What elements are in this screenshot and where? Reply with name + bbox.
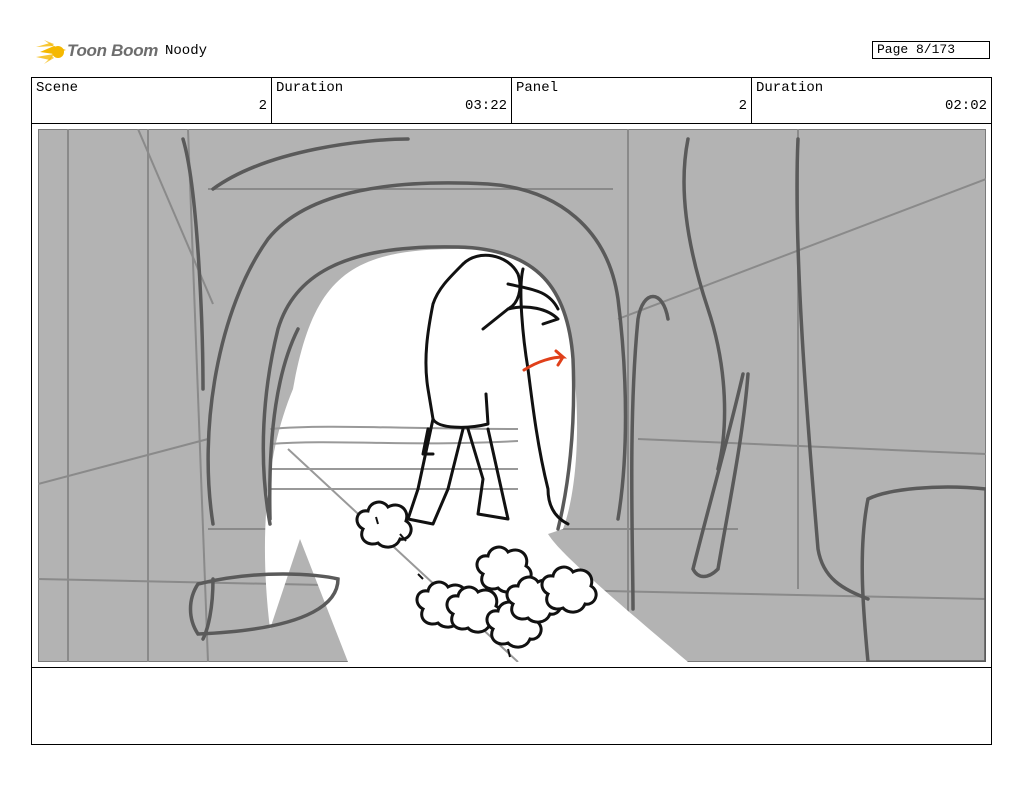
storyboard-panel-sketch [38,129,986,662]
panel-cell: Panel 2 [512,78,752,123]
project-title: Noody [165,43,208,59]
toon-boom-star-icon [36,40,66,64]
scene-duration-label: Duration [276,80,344,96]
brand-name: Toon Boom [67,41,159,60]
panel-duration-cell: Duration 02:02 [752,78,991,123]
scene-label: Scene [36,80,79,96]
scene-duration-value: 03:22 [464,98,507,114]
storyboard-info-row: Scene 2 Duration 03:22 Panel 2 Duration … [31,77,992,124]
panel-duration-label: Duration [756,80,824,96]
page-indicator: Page 8/173 [872,41,990,59]
panel-label: Panel [516,80,559,96]
scene-cell: Scene 2 [32,78,272,123]
page-label: Page 8/173 [877,42,956,57]
panel-value: 2 [738,98,747,114]
scene-value: 2 [258,98,267,114]
panel-notes-area [31,667,992,745]
scene-duration-cell: Duration 03:22 [272,78,512,123]
panel-duration-value: 02:02 [944,98,987,114]
